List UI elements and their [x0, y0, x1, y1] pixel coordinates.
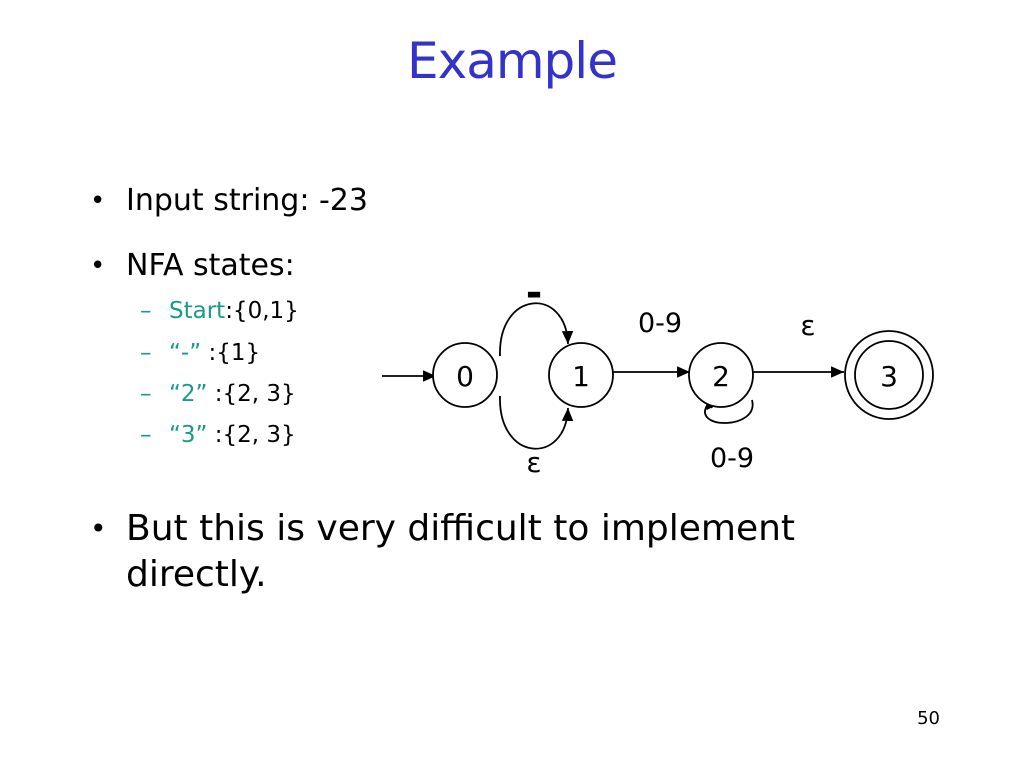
transition-0-1-epsilon — [499, 395, 574, 450]
sub-bullet-value: :{1} — [201, 340, 261, 366]
bullet-text: But this is very difficult to implement … — [126, 508, 796, 595]
transition-2-2-self-loop — [704, 399, 754, 424]
label-epsilon-2-3: ε — [800, 309, 815, 342]
label-minus: - — [526, 270, 543, 316]
label-epsilon-0-1: ε — [526, 446, 541, 479]
state-1 — [548, 342, 614, 408]
state-2 — [688, 342, 754, 408]
state-label-3: 3 — [880, 360, 898, 393]
sub-bullet-label: “3” — [169, 422, 208, 448]
state-label-0: 0 — [456, 360, 474, 393]
label-digits-self-loop: 0-9 — [710, 443, 754, 474]
sub-bullet-value: :{0,1} — [225, 298, 299, 324]
sub-bullet-label: Start — [169, 298, 226, 324]
bullet-text: Input string: -23 — [126, 183, 368, 218]
sub-bullet-value: :{2, 3} — [207, 422, 296, 448]
state-0 — [432, 342, 498, 408]
sub-bullet-label: “2” — [169, 381, 208, 407]
sub-bullet-value: :{2, 3} — [207, 381, 296, 407]
label-digits-1-2: 0-9 — [638, 308, 682, 339]
state-label-2: 2 — [712, 360, 730, 393]
bullet-dot: • — [90, 251, 106, 281]
state-label-1: 1 — [572, 360, 590, 393]
bullet-text: NFA states: — [126, 248, 295, 283]
bullet-dot: • — [90, 186, 106, 216]
bullet-dot: • — [90, 512, 107, 545]
transition-0-1-minus — [499, 302, 574, 357]
state-3 — [854, 340, 924, 410]
page-number: 50 — [917, 708, 940, 729]
slide-title: Example — [407, 32, 618, 90]
sub-bullet-label: “-” — [169, 340, 202, 366]
